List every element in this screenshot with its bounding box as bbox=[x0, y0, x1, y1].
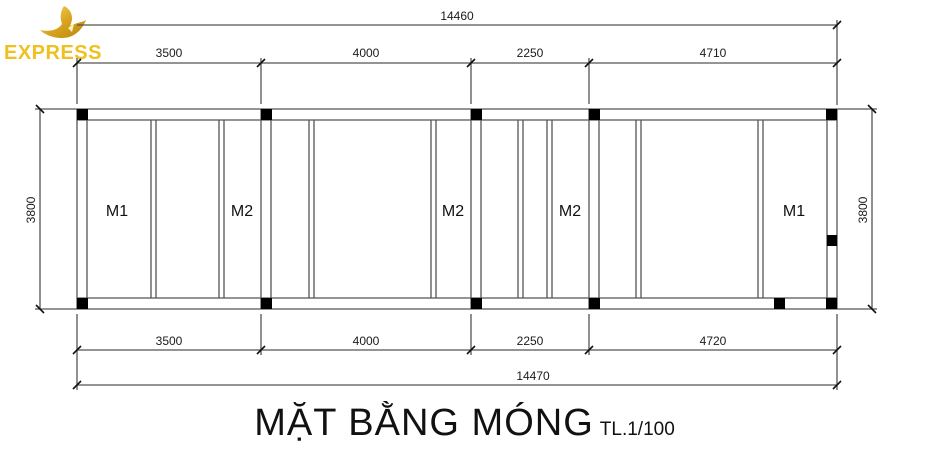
dimension-ticks bbox=[35, 20, 877, 390]
column bbox=[471, 298, 482, 309]
foundation-plan-drawing: 14460 3500 4000 2250 4710 3500 4000 2250… bbox=[24, 9, 877, 390]
column bbox=[77, 109, 88, 120]
bottom-dimension-2: 4000 bbox=[353, 334, 380, 348]
bottom-dimension-4: 4720 bbox=[700, 334, 727, 348]
columns bbox=[77, 109, 837, 309]
bottom-overall-dimension: 14470 bbox=[516, 369, 550, 383]
bottom-dimension-3: 2250 bbox=[517, 334, 544, 348]
foundation-label-m1-right: M1 bbox=[783, 203, 805, 220]
column bbox=[77, 298, 88, 309]
column bbox=[261, 109, 272, 120]
title-main: MẶT BẰNG MÓNG bbox=[254, 402, 594, 444]
bottom-dimension-1: 3500 bbox=[156, 334, 183, 348]
column bbox=[827, 235, 837, 246]
top-dimension-2: 4000 bbox=[353, 46, 380, 60]
column bbox=[261, 298, 272, 309]
bird-logo-icon bbox=[40, 6, 86, 38]
foundation-label-m2-2: M2 bbox=[442, 203, 464, 220]
column bbox=[589, 298, 600, 309]
column bbox=[774, 298, 785, 309]
top-overall-dimension: 14460 bbox=[440, 9, 474, 23]
foundation-beams bbox=[72, 108, 842, 310]
title-scale: TL.1/100 bbox=[599, 419, 675, 440]
top-dimension-4: 4710 bbox=[700, 46, 727, 60]
column bbox=[471, 109, 482, 120]
column bbox=[589, 109, 600, 120]
top-dimension-3: 2250 bbox=[517, 46, 544, 60]
column bbox=[826, 298, 837, 309]
column bbox=[826, 109, 837, 120]
left-dimension: 3800 bbox=[24, 196, 38, 223]
foundation-label-m1-left: M1 bbox=[106, 203, 128, 220]
foundation-label-m2-1: M2 bbox=[231, 203, 253, 220]
top-dimension-1: 3500 bbox=[156, 46, 183, 60]
right-dimension: 3800 bbox=[856, 196, 870, 223]
foundation-label-m2-3: M2 bbox=[559, 203, 581, 220]
